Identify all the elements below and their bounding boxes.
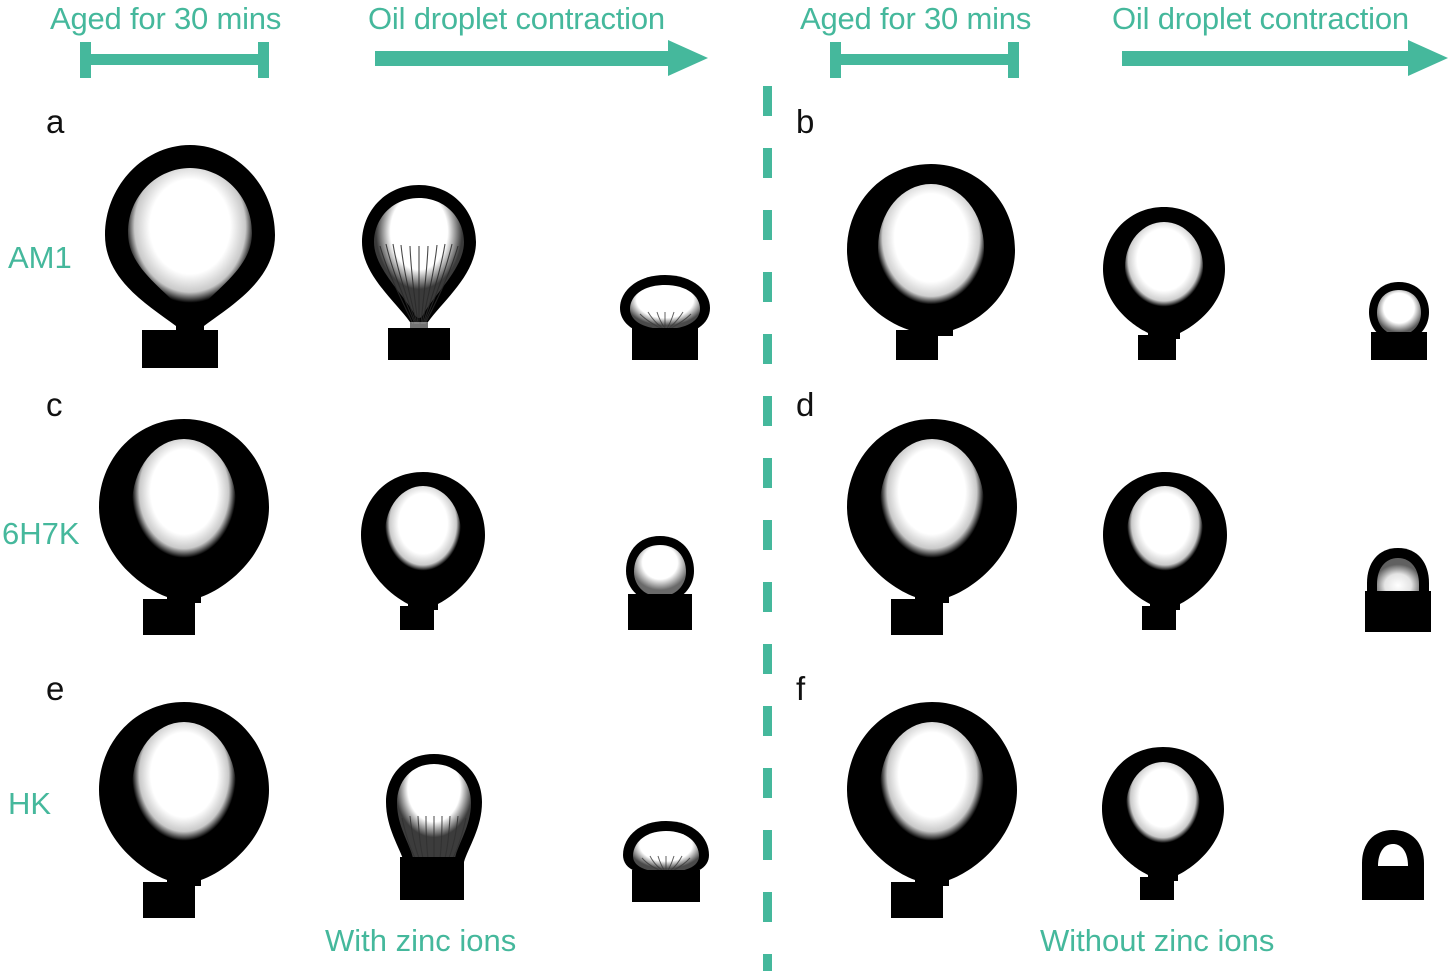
panel-letter-c: c <box>46 386 63 423</box>
bottom-caption-with-zinc: With zinc ions <box>325 923 517 958</box>
droplet-image-b3 <box>1355 280 1443 360</box>
arrow-shaft <box>375 51 670 66</box>
row-label-hk: HK <box>8 786 52 821</box>
droplet-image-c1 <box>95 417 273 635</box>
contraction-arrow-left <box>375 40 708 76</box>
droplet-image-c2 <box>358 470 488 630</box>
panel-letter-f: f <box>796 670 806 707</box>
header-label-right-contraction: Oil droplet contraction <box>1112 1 1409 36</box>
droplet-image-b2 <box>1100 205 1228 360</box>
droplet-image-d3 <box>1352 546 1444 632</box>
droplet-image-a1 <box>100 140 280 368</box>
arrow-head-icon <box>1408 40 1448 76</box>
ibar-stem <box>80 54 269 65</box>
droplet-image-e3 <box>616 818 716 902</box>
droplet-image-e1 <box>95 700 273 918</box>
arrow-shaft <box>1122 51 1410 66</box>
aged-duration-bar-right <box>830 42 1019 78</box>
panel-letter-b: b <box>796 103 815 140</box>
header-label-right-aged: Aged for 30 mins <box>800 1 1032 36</box>
ibar-cap-left <box>830 42 841 78</box>
droplet-image-b1 <box>843 162 1019 360</box>
ibar-stem <box>830 54 1019 65</box>
droplet-image-e2 <box>372 752 496 900</box>
bottom-caption-without-zinc: Without zinc ions <box>1040 923 1275 958</box>
panel-letter-a: a <box>46 103 65 140</box>
ibar-cap-right <box>1008 42 1019 78</box>
droplet-image-f2 <box>1100 745 1226 900</box>
contraction-arrow-right <box>1122 40 1448 76</box>
row-label-am1: AM1 <box>8 240 72 275</box>
header-label-left-contraction: Oil droplet contraction <box>368 1 665 36</box>
ibar-cap-right <box>258 42 269 78</box>
droplet-image-d1 <box>843 417 1021 635</box>
header-label-left-aged: Aged for 30 mins <box>50 1 282 36</box>
droplet-image-d2 <box>1100 470 1230 630</box>
ibar-cap-left <box>80 42 91 78</box>
droplet-image-f1 <box>843 700 1021 918</box>
panel-letter-e: e <box>46 670 65 707</box>
row-label-6h7k: 6H7K <box>2 516 80 551</box>
droplet-image-a3 <box>614 272 716 360</box>
arrow-head-icon <box>668 40 708 76</box>
droplet-image-f3 <box>1348 828 1438 902</box>
panel-divider <box>763 86 772 971</box>
droplet-image-c3 <box>614 534 706 630</box>
panel-letter-d: d <box>796 386 815 423</box>
aged-duration-bar-left <box>80 42 269 78</box>
droplet-image-a2 <box>358 182 480 360</box>
